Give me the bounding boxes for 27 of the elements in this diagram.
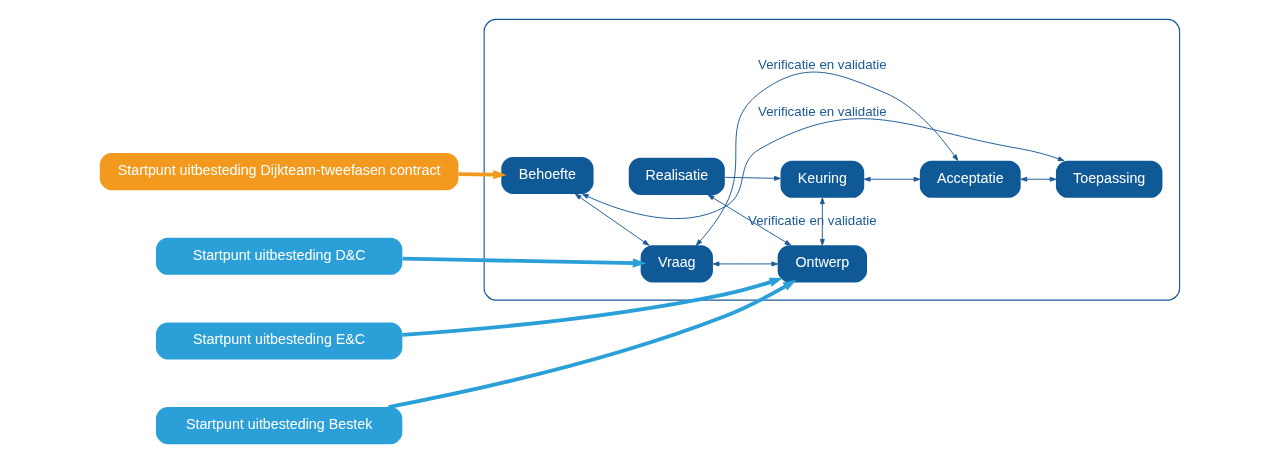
node-box: Behoefte — [500, 156, 594, 194]
node-box: Vraag — [640, 245, 713, 283]
arrow — [402, 256, 646, 268]
arrow — [574, 193, 649, 246]
node-box: Startpunt uitbesteding D&C — [155, 237, 402, 275]
arrow — [712, 261, 778, 267]
arrow — [457, 170, 507, 180]
arrow — [387, 279, 796, 409]
arrow — [724, 175, 781, 181]
arrow — [819, 197, 825, 246]
node-box: Realisatie — [628, 157, 725, 195]
edge-label: Verificatie en validatie — [757, 57, 887, 73]
arrow — [707, 194, 791, 246]
edge-label: Verificatie en validatie — [757, 103, 887, 119]
node-box: Keuring — [780, 160, 864, 198]
node-box: Acceptatie — [919, 160, 1021, 198]
cluster — [483, 18, 1180, 301]
node-box: Startpunt uitbesteding Bestek — [155, 407, 402, 445]
arrow — [581, 118, 1064, 220]
arrow — [1020, 176, 1056, 182]
node-box: Startpunt uitbesteding E&C — [155, 322, 402, 360]
node-box: Toepassing — [1055, 160, 1162, 198]
arrow — [401, 277, 783, 337]
arrow — [863, 176, 920, 182]
arrow — [695, 71, 958, 246]
node-box: Startpunt uitbesteding Dijkteam-tweefasen contract — [99, 153, 458, 191]
node-box: Ontwerp — [777, 245, 867, 283]
